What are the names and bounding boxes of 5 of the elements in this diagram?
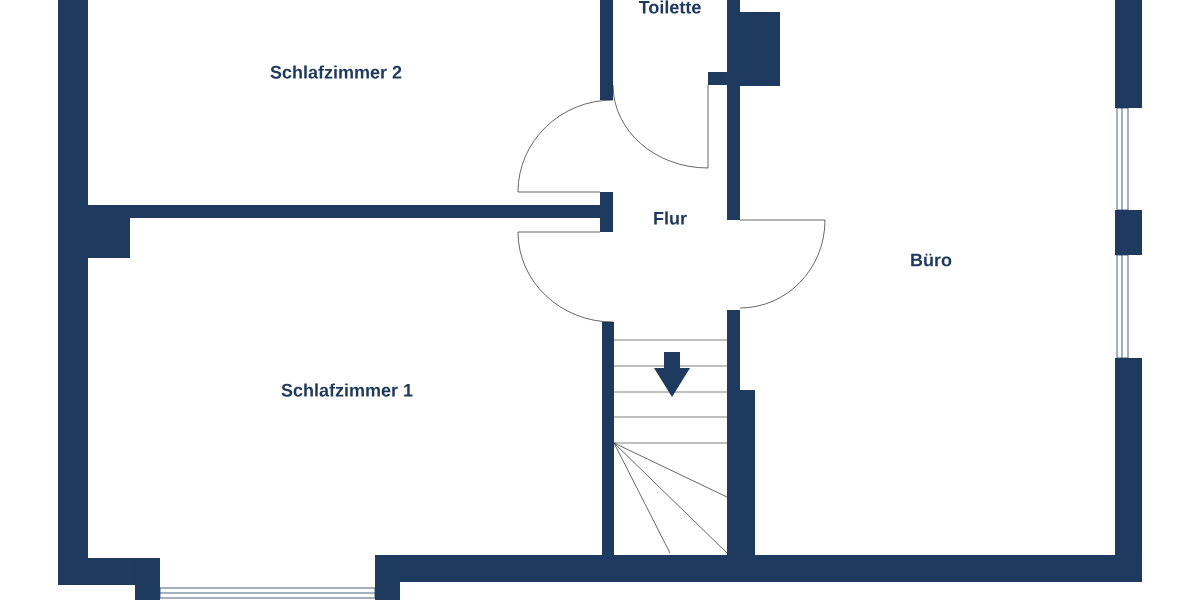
room-label: Büro (911, 253, 952, 267)
room-label: Flur (654, 211, 687, 225)
room-label: Schlafzimmer 2 (270, 65, 402, 79)
room-label: Toilette (638, 0, 701, 14)
room-label: Schlafzimmer 1 (281, 383, 413, 397)
